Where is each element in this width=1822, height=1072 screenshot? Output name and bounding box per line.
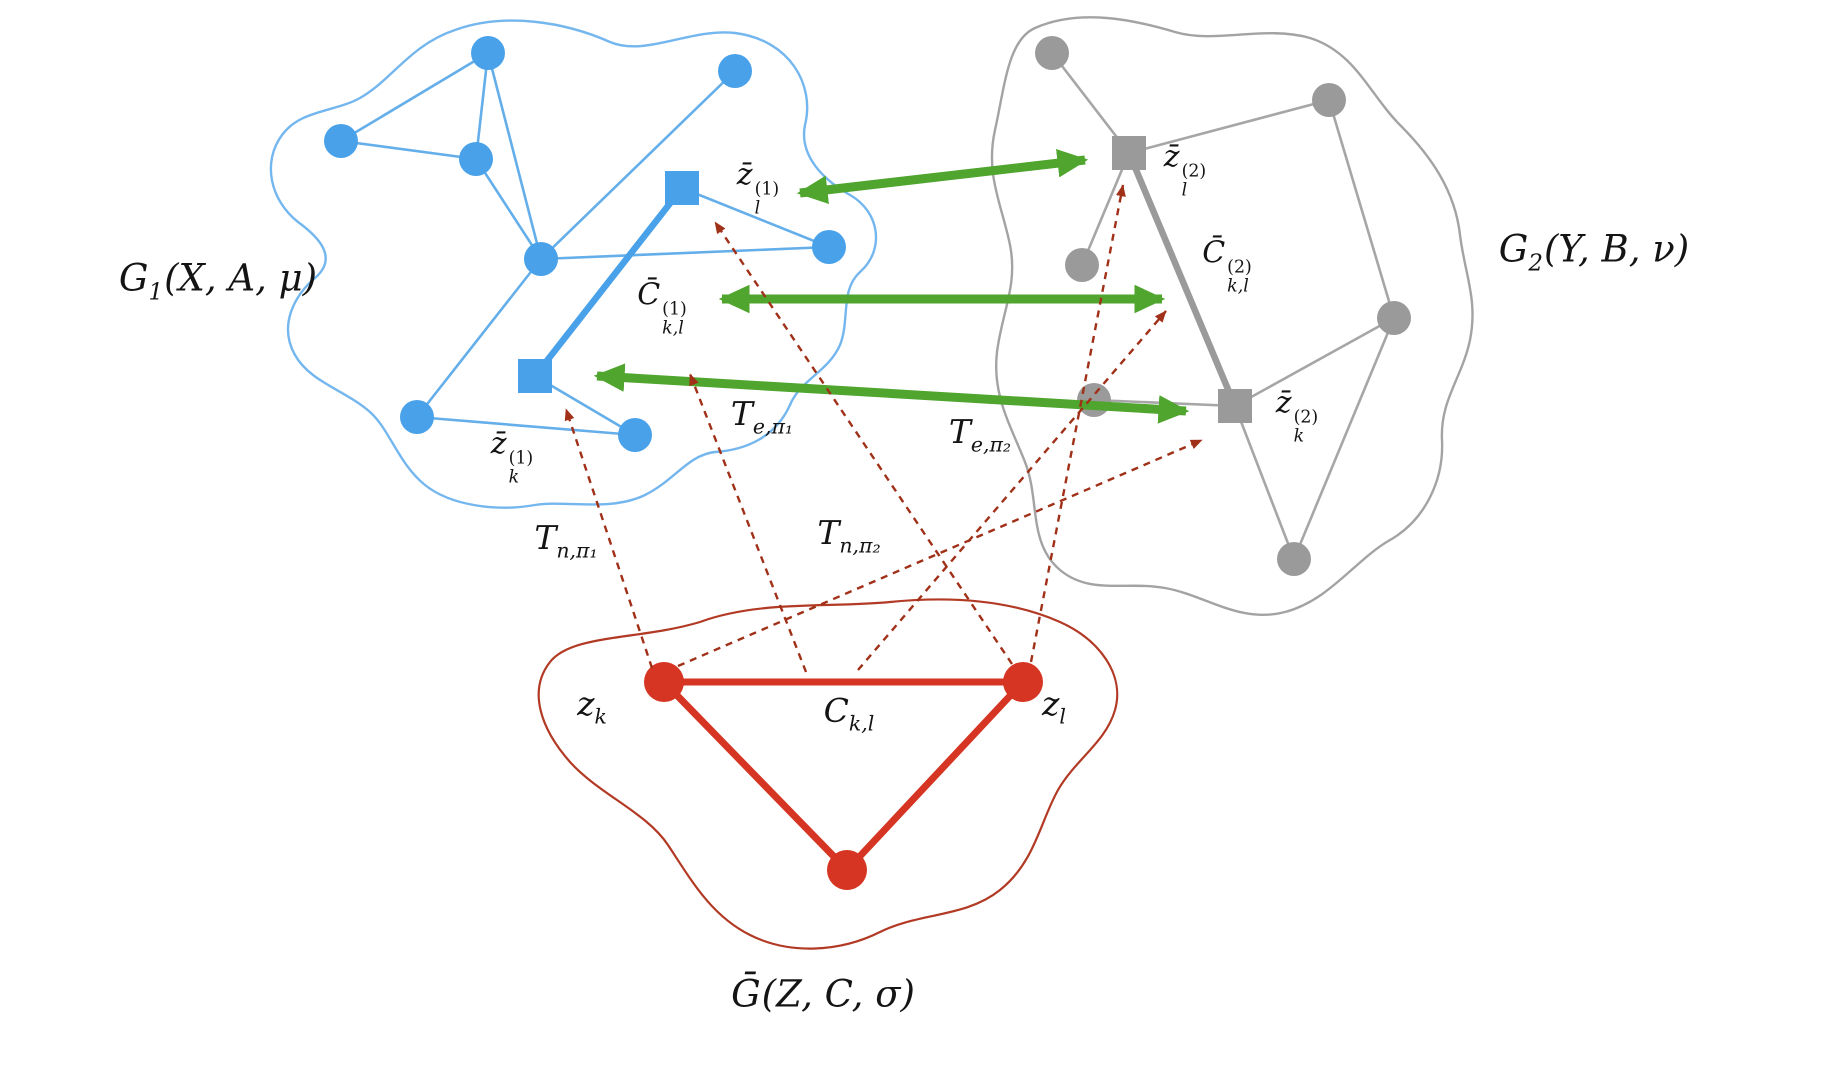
map-arrow-ckl-to-ckl1 xyxy=(688,373,808,673)
gbar-zl-label: zl xyxy=(1042,684,1066,729)
g1-node xyxy=(324,124,358,158)
gbar-nodes xyxy=(644,662,1043,890)
g2-supernode-zl2 xyxy=(1112,136,1146,170)
g1-node xyxy=(471,36,505,70)
g1-edge xyxy=(681,186,830,249)
g1-edge xyxy=(416,415,636,437)
g2-ckl2-label: C̄(2)k,l xyxy=(1202,235,1252,297)
g2-edge xyxy=(1080,152,1131,266)
gbar-edge xyxy=(660,678,851,874)
g1-edges xyxy=(340,51,830,437)
g2-zk2-label: z̄(2)k xyxy=(1275,385,1319,447)
gbar-ckl-label: Ck,l xyxy=(823,691,875,736)
g2-node xyxy=(1277,542,1311,576)
map-label-tn-pi2: Tn,π₂ xyxy=(817,513,881,558)
g1-node xyxy=(812,230,846,264)
gbar-node-zk xyxy=(644,662,684,702)
map-arrow-zl-to-zl1 xyxy=(714,221,1013,665)
map-label-te-pi2: Te,π₂ xyxy=(948,412,1012,457)
g2-zl2-label: z̄(2)l xyxy=(1163,139,1207,201)
correspondence-arrow-zl xyxy=(796,149,1089,204)
gbar-node xyxy=(827,850,867,890)
map-arrow-zk-to-zk1 xyxy=(564,408,654,669)
gbar-edge xyxy=(843,678,1027,874)
g2-edge xyxy=(1292,317,1396,560)
g2-edge xyxy=(1327,99,1396,319)
g2-edges xyxy=(1050,52,1396,560)
gbar-node-zl xyxy=(1003,662,1043,702)
mapping-arrows xyxy=(564,184,1203,673)
g1-zl1-label: z̄(1)l xyxy=(736,157,780,219)
g2-supernode-zk2 xyxy=(1218,389,1252,423)
g1-supernode-zk1 xyxy=(518,359,552,393)
g1-edge xyxy=(474,52,490,160)
g1-blob-outline xyxy=(269,19,878,509)
map-arrow-zl-to-zl2 xyxy=(1029,184,1126,663)
g2-node xyxy=(1377,301,1411,335)
g2-edge xyxy=(1128,98,1330,155)
g2-supernode-edge-ckl2 xyxy=(1126,151,1238,408)
g1-title: G1(X, A, μ) xyxy=(118,256,318,306)
g1-edge xyxy=(415,258,543,418)
g1-node xyxy=(618,418,652,452)
gbar-blob-outline xyxy=(537,598,1119,950)
g1-zk1-label: z̄(1)k xyxy=(490,426,534,488)
g2-nodes xyxy=(1035,36,1411,576)
g2-title: G2(Y, B, ν) xyxy=(1498,227,1690,277)
gbar-edges xyxy=(660,678,1027,874)
map-arrow-ckl-to-ckl2 xyxy=(857,310,1167,671)
map-label-te-pi1: Te,π₁ xyxy=(730,394,794,439)
g1-supernode-zl1 xyxy=(665,171,699,205)
g1-edge xyxy=(486,52,543,260)
map-arrow-zk-to-zk2 xyxy=(677,438,1203,668)
g1-edge xyxy=(474,158,543,260)
map-label-tn-pi1: Tn,π₁ xyxy=(534,518,598,563)
g2-edge xyxy=(1233,405,1296,560)
g2-node xyxy=(1035,36,1069,70)
g2-node xyxy=(1312,83,1346,117)
g2-edge xyxy=(1234,316,1395,408)
g1-node xyxy=(524,242,558,276)
g1-supernode-edge-ckl1 xyxy=(532,185,685,379)
g1-edge xyxy=(340,51,489,143)
g1-nodes xyxy=(324,36,846,452)
g1-edge xyxy=(340,139,477,161)
gbar-title: Ḡ(Z, C, σ) xyxy=(731,972,915,1016)
g1-edge xyxy=(540,70,736,260)
g2-node xyxy=(1065,248,1099,282)
g1-node xyxy=(459,142,493,176)
g1-node xyxy=(400,400,434,434)
gbar-zk-label: zk xyxy=(577,684,607,729)
g1-ckl1-label: C̄(1)k,l xyxy=(637,277,687,339)
g1-node xyxy=(718,54,752,88)
g1-edge xyxy=(540,245,830,261)
